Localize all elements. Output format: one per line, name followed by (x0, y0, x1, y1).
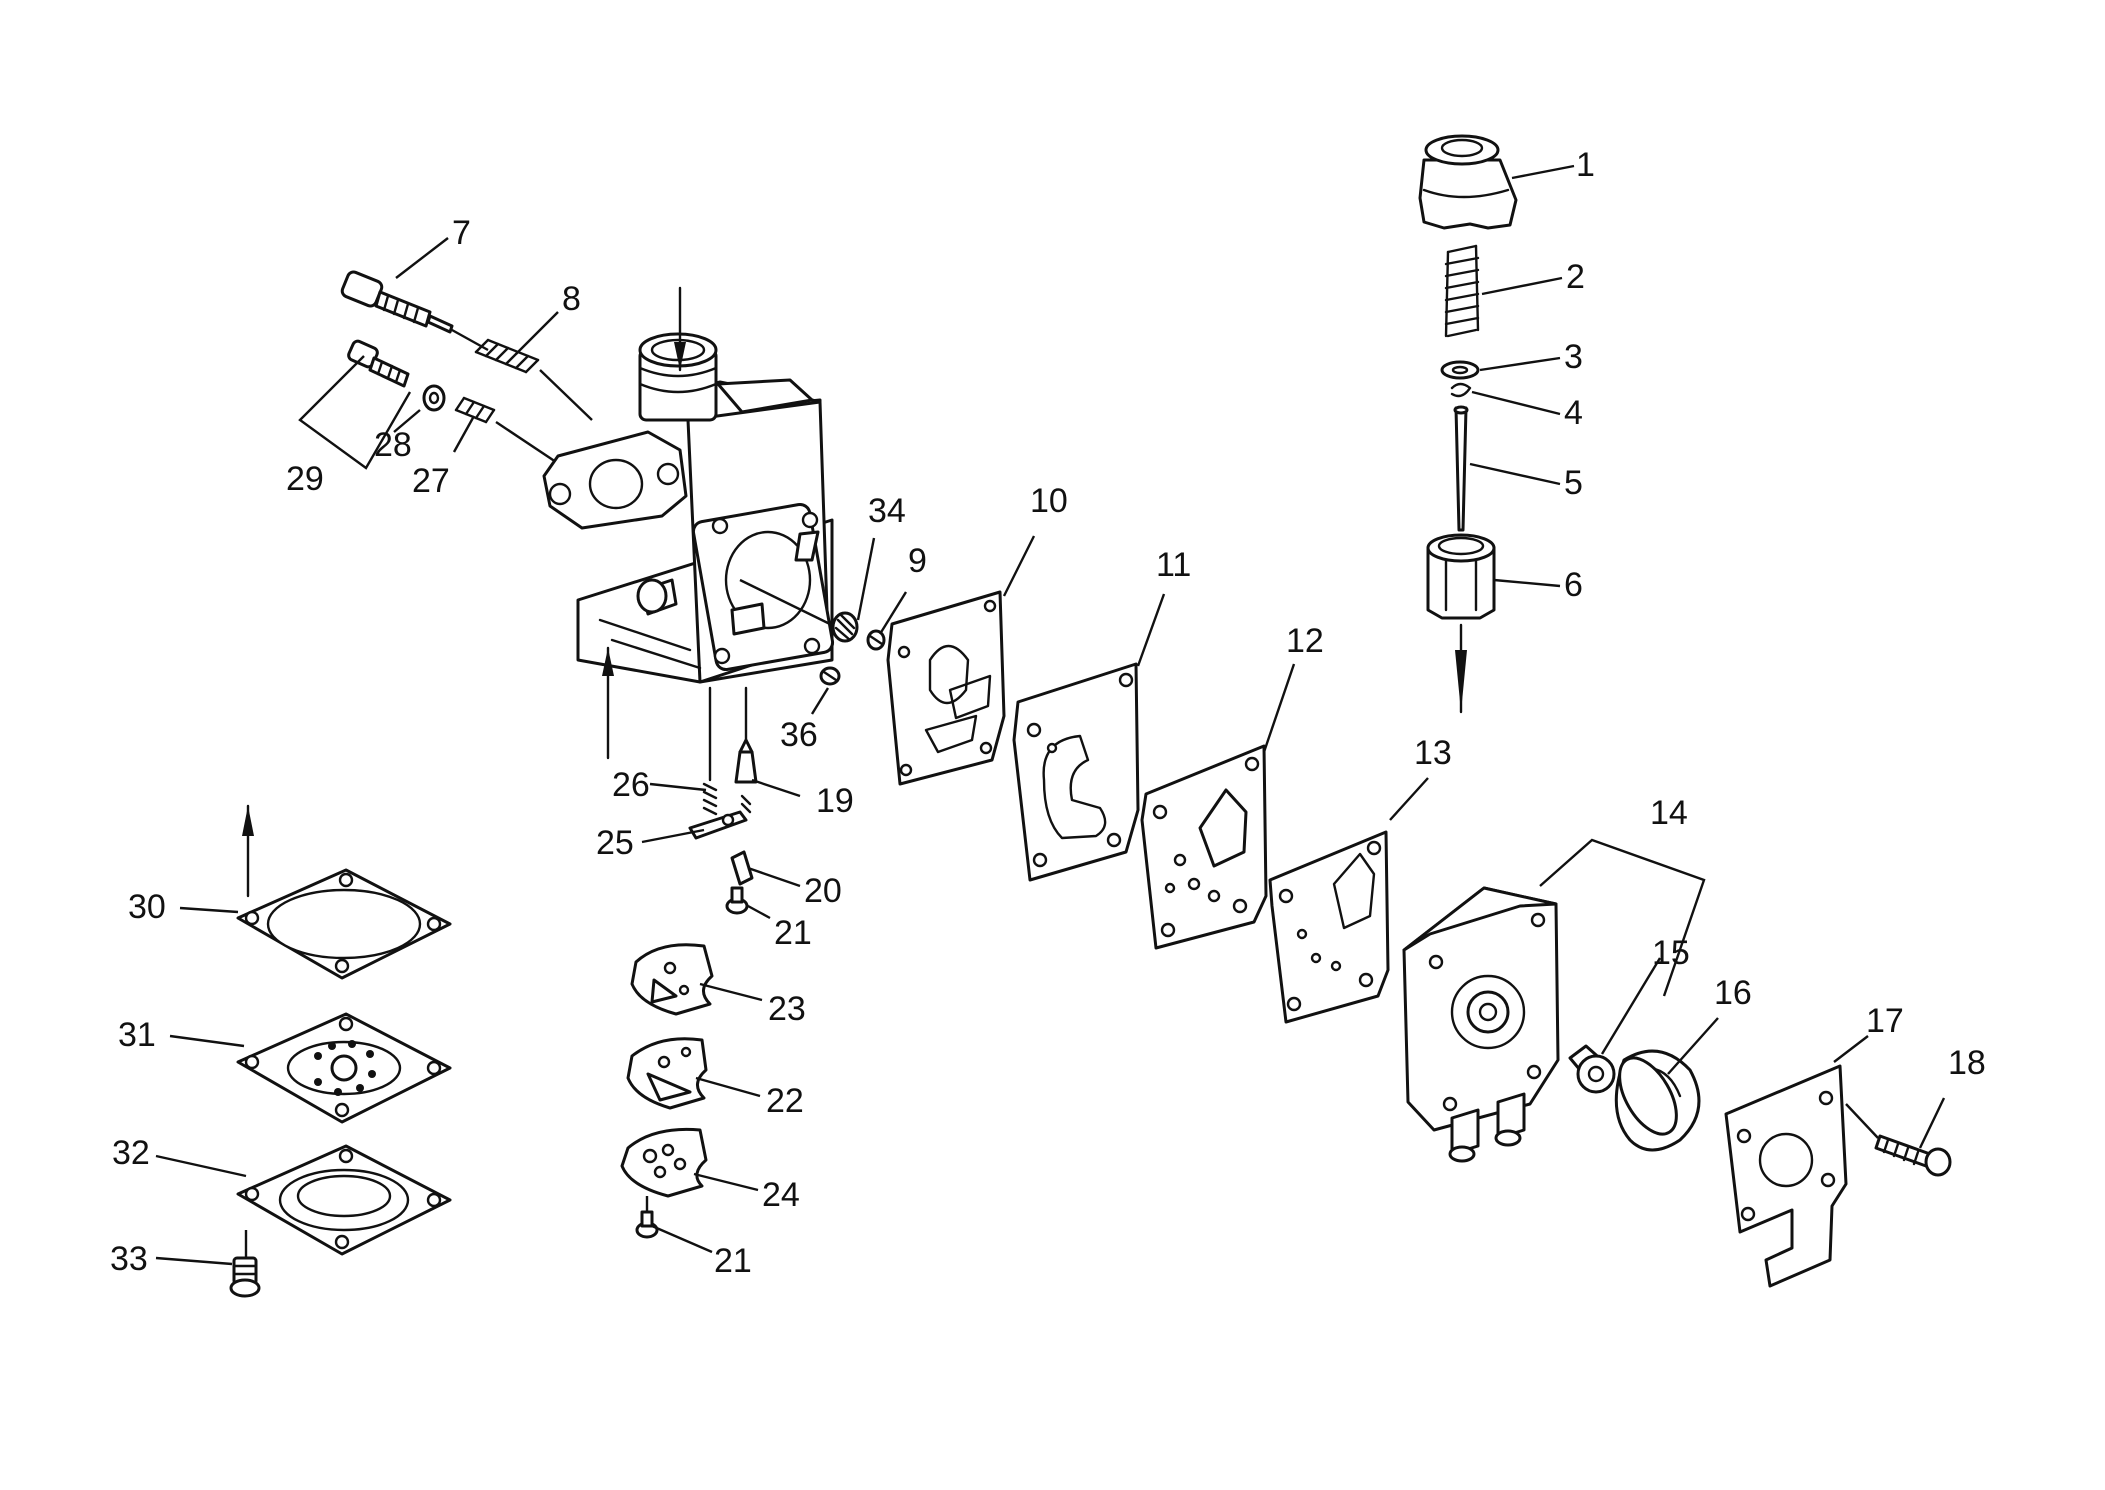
label-26: 26 (612, 766, 650, 804)
label-1: 1 (1576, 146, 1595, 184)
part-3-washer (1440, 360, 1480, 380)
part-6-sleeve (1426, 533, 1496, 620)
part-14-pump-cover (1402, 886, 1560, 1163)
label-31: 31 (118, 1016, 156, 1054)
carburetor-body (542, 332, 835, 684)
part-36-plug (819, 666, 841, 686)
arrow-from-body-bottom (602, 646, 614, 760)
axis-line-18 (1845, 1103, 1879, 1139)
part-11-gasket (1012, 662, 1140, 882)
part-5-needle (1453, 405, 1469, 532)
label-16: 16 (1714, 974, 1752, 1012)
part-21-screw-upper (725, 886, 749, 915)
part-1-primer-cap (1418, 134, 1518, 230)
part-28-o-ring (422, 384, 446, 412)
label-25: 25 (596, 824, 634, 862)
part-9-plug (866, 629, 886, 651)
label-19: 19 (816, 782, 854, 820)
label-8: 8 (562, 280, 581, 318)
part-15-check-valve (1568, 1044, 1616, 1094)
part-32-diaphragm-cover (236, 1144, 452, 1256)
part-21-screw-lower (635, 1210, 659, 1239)
part-30-gasket (236, 868, 452, 980)
label-6: 6 (1564, 566, 1583, 604)
callout-leaders (155, 164, 1946, 1266)
part-33-screw (229, 1256, 261, 1298)
part-10-gasket (886, 590, 1006, 786)
part-7-adjust-screw (340, 270, 454, 334)
label-18: 18 (1948, 1044, 1986, 1082)
part-12-plate (1140, 744, 1268, 950)
part-13-gasket (1268, 830, 1390, 1024)
label-36: 36 (780, 716, 818, 754)
part-24-plate (620, 1127, 708, 1198)
axis-line-8 (539, 369, 593, 421)
part-17-bracket (1724, 1064, 1848, 1288)
part-26-spring (702, 686, 718, 816)
part-34-screen (831, 611, 859, 643)
label-22: 22 (766, 1082, 804, 1120)
label-34: 34 (868, 492, 906, 530)
label-10: 10 (1030, 482, 1068, 520)
label-21-lower: 21 (714, 1242, 752, 1280)
label-13: 13 (1414, 734, 1452, 772)
label-4: 4 (1564, 394, 1583, 432)
arrow-up-diaphragm (242, 804, 254, 898)
part-31-diaphragm (236, 1012, 452, 1124)
label-3: 3 (1564, 338, 1583, 376)
part-2-spring (1444, 244, 1480, 338)
part-18-screw (1874, 1134, 1952, 1177)
label-27: 27 (412, 462, 450, 500)
label-32: 32 (112, 1134, 150, 1172)
part-16-primer-bulb (1614, 1049, 1701, 1152)
label-24: 24 (762, 1176, 800, 1214)
callout-labels: 1 2 3 4 5 6 7 8 9 10 11 12 13 14 15 16 1… (110, 146, 1986, 1280)
axis-line-7 (451, 328, 489, 352)
label-15: 15 (1652, 934, 1690, 972)
part-29-adjust-screw (347, 339, 410, 388)
label-7: 7 (452, 214, 471, 252)
label-20: 20 (804, 872, 842, 910)
label-29: 29 (286, 460, 324, 498)
label-28: 28 (374, 426, 412, 464)
axis-line-27 (495, 421, 557, 463)
label-5: 5 (1564, 464, 1583, 502)
label-11: 11 (1156, 546, 1191, 584)
part-25-lever (688, 810, 748, 840)
axis-line-34 (739, 578, 835, 628)
part-4-clip (1450, 382, 1472, 398)
part-27-spring (454, 396, 496, 424)
label-9: 9 (908, 542, 927, 580)
label-14: 14 (1650, 794, 1688, 832)
label-30: 30 (128, 888, 166, 926)
label-17: 17 (1866, 1002, 1904, 1040)
label-12: 12 (1286, 622, 1324, 660)
label-2: 2 (1566, 258, 1585, 296)
part-19-needle (734, 686, 758, 814)
label-23: 23 (768, 990, 806, 1028)
label-33: 33 (110, 1240, 148, 1278)
part-23-plate (630, 943, 714, 1016)
part-20-pin (730, 850, 754, 886)
assembly-direction-arrow (1455, 623, 1467, 714)
label-21-upper: 21 (774, 914, 812, 952)
part-22-plate (626, 1037, 708, 1110)
part-8-spring (474, 338, 540, 374)
arrow-into-fuel-inlet (674, 286, 686, 372)
